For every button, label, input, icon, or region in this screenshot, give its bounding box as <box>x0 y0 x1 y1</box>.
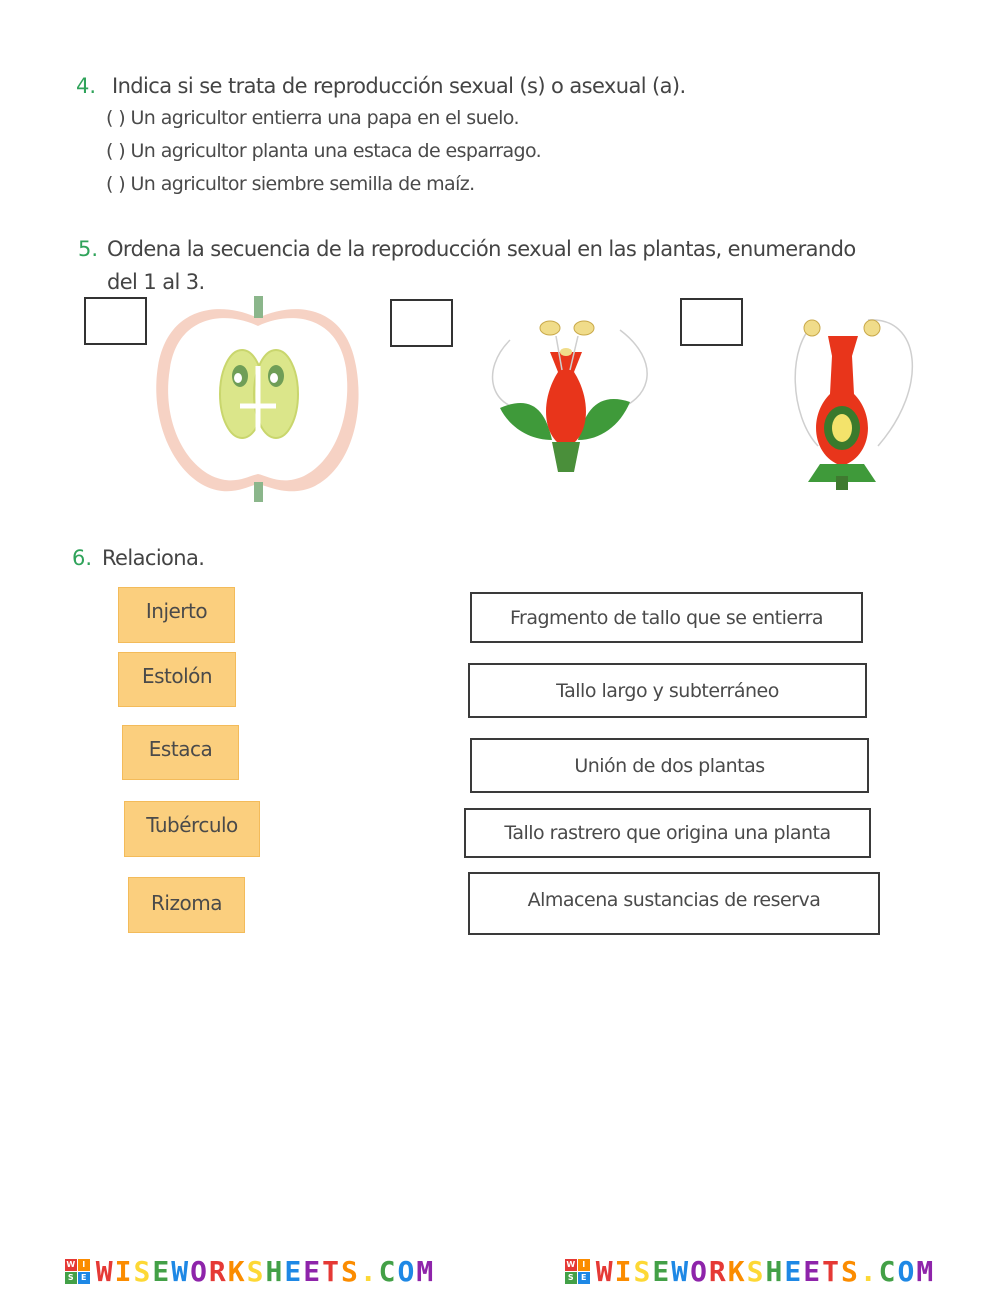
term-card-injerto[interactable]: Injerto <box>118 587 235 643</box>
question-4-text: Indica si se trata de reproducción sexua… <box>112 74 686 98</box>
definition-card-1[interactable]: Fragmento de tallo que se entierra <box>470 592 863 643</box>
brand-letter: S <box>840 1255 860 1288</box>
brand-logo-icon: W I S E <box>64 1259 90 1284</box>
brand-letter: S <box>340 1255 360 1288</box>
order-answer-box-1[interactable] <box>84 297 147 345</box>
brand-letter: O <box>897 1255 917 1288</box>
brand-letter: S <box>246 1255 266 1288</box>
question-5-text-line-1: Ordena la secuencia de la reproducción s… <box>107 237 856 261</box>
footer-watermark: W I S E WISEWORKSHEETS.COM W I S E WISEW… <box>0 1252 1000 1291</box>
definition-card-5[interactable]: Almacena sustancias de reserva <box>468 872 880 935</box>
brand-letter: I <box>114 1255 134 1288</box>
brand-letter: W <box>171 1255 191 1288</box>
brand-letter: E <box>303 1255 323 1288</box>
brand-letter: W <box>595 1255 615 1288</box>
brand-letter: C <box>378 1255 398 1288</box>
brand-letter: R <box>708 1255 728 1288</box>
brand-letter: K <box>727 1255 747 1288</box>
brand-letter: H <box>765 1255 785 1288</box>
brand-letter: I <box>614 1255 634 1288</box>
question-4-option-3: ( ) Un agricultor siembre semilla de maí… <box>106 173 475 195</box>
brand-letter: M <box>416 1255 436 1288</box>
brand-letter: W <box>95 1255 115 1288</box>
term-card-estolon[interactable]: Estolón <box>118 652 236 707</box>
question-5-number: 5. <box>78 237 99 261</box>
brand-letter: R <box>208 1255 228 1288</box>
definition-card-4[interactable]: Tallo rastrero que origina una planta <box>464 808 871 858</box>
brand-letter: E <box>284 1255 304 1288</box>
brand-logo-icon: W I S E <box>564 1259 590 1284</box>
brand-letter: W <box>671 1255 691 1288</box>
brand-letter: E <box>784 1255 804 1288</box>
question-6-text: Relaciona. <box>102 546 205 570</box>
brand-letter: T <box>322 1255 341 1288</box>
order-answer-box-2[interactable] <box>390 299 453 347</box>
brand-letter: S <box>746 1255 766 1288</box>
brand-letter: H <box>265 1255 285 1288</box>
brand-letter: . <box>359 1255 379 1288</box>
question-5-text-line-2: del 1 al 3. <box>107 270 205 294</box>
order-answer-box-3[interactable] <box>680 298 743 346</box>
brand-letter: O <box>690 1255 709 1288</box>
brand-letter: O <box>397 1255 417 1288</box>
brand-letter: M <box>916 1255 936 1288</box>
flower-fertilization-illustration <box>794 319 914 490</box>
brand-letter: S <box>633 1255 653 1288</box>
definition-card-2[interactable]: Tallo largo y subterráneo <box>468 663 867 718</box>
brand-text: WISEWORKSHEETS.COM <box>96 1255 435 1288</box>
brand-watermark-2: W I S E WISEWORKSHEETS.COM <box>564 1255 935 1288</box>
question-4-option-1: ( ) Un agricultor entierra una papa en e… <box>106 107 520 129</box>
term-card-estaca[interactable]: Estaca <box>122 725 239 780</box>
brand-watermark-1: W I S E WISEWORKSHEETS.COM <box>64 1255 435 1288</box>
brand-letter: T <box>822 1255 841 1288</box>
question-4-number: 4. <box>76 74 97 98</box>
brand-letter: E <box>803 1255 823 1288</box>
definition-card-3[interactable]: Unión de dos plantas <box>470 738 869 793</box>
brand-letter: . <box>859 1255 879 1288</box>
term-card-rizoma[interactable]: Rizoma <box>128 877 245 933</box>
brand-letter: O <box>190 1255 209 1288</box>
fruit-cross-section-illustration <box>156 296 359 502</box>
flower-pollination-illustration <box>491 320 648 472</box>
question-6-number: 6. <box>72 546 93 570</box>
brand-letter: E <box>152 1255 172 1288</box>
brand-letter: E <box>652 1255 672 1288</box>
brand-letter: S <box>133 1255 153 1288</box>
question-4-option-2: ( ) Un agricultor planta una estaca de e… <box>106 140 542 162</box>
brand-text: WISEWORKSHEETS.COM <box>596 1255 935 1288</box>
brand-letter: C <box>878 1255 898 1288</box>
brand-letter: K <box>227 1255 247 1288</box>
term-card-tuberculo[interactable]: Tubérculo <box>124 801 260 857</box>
